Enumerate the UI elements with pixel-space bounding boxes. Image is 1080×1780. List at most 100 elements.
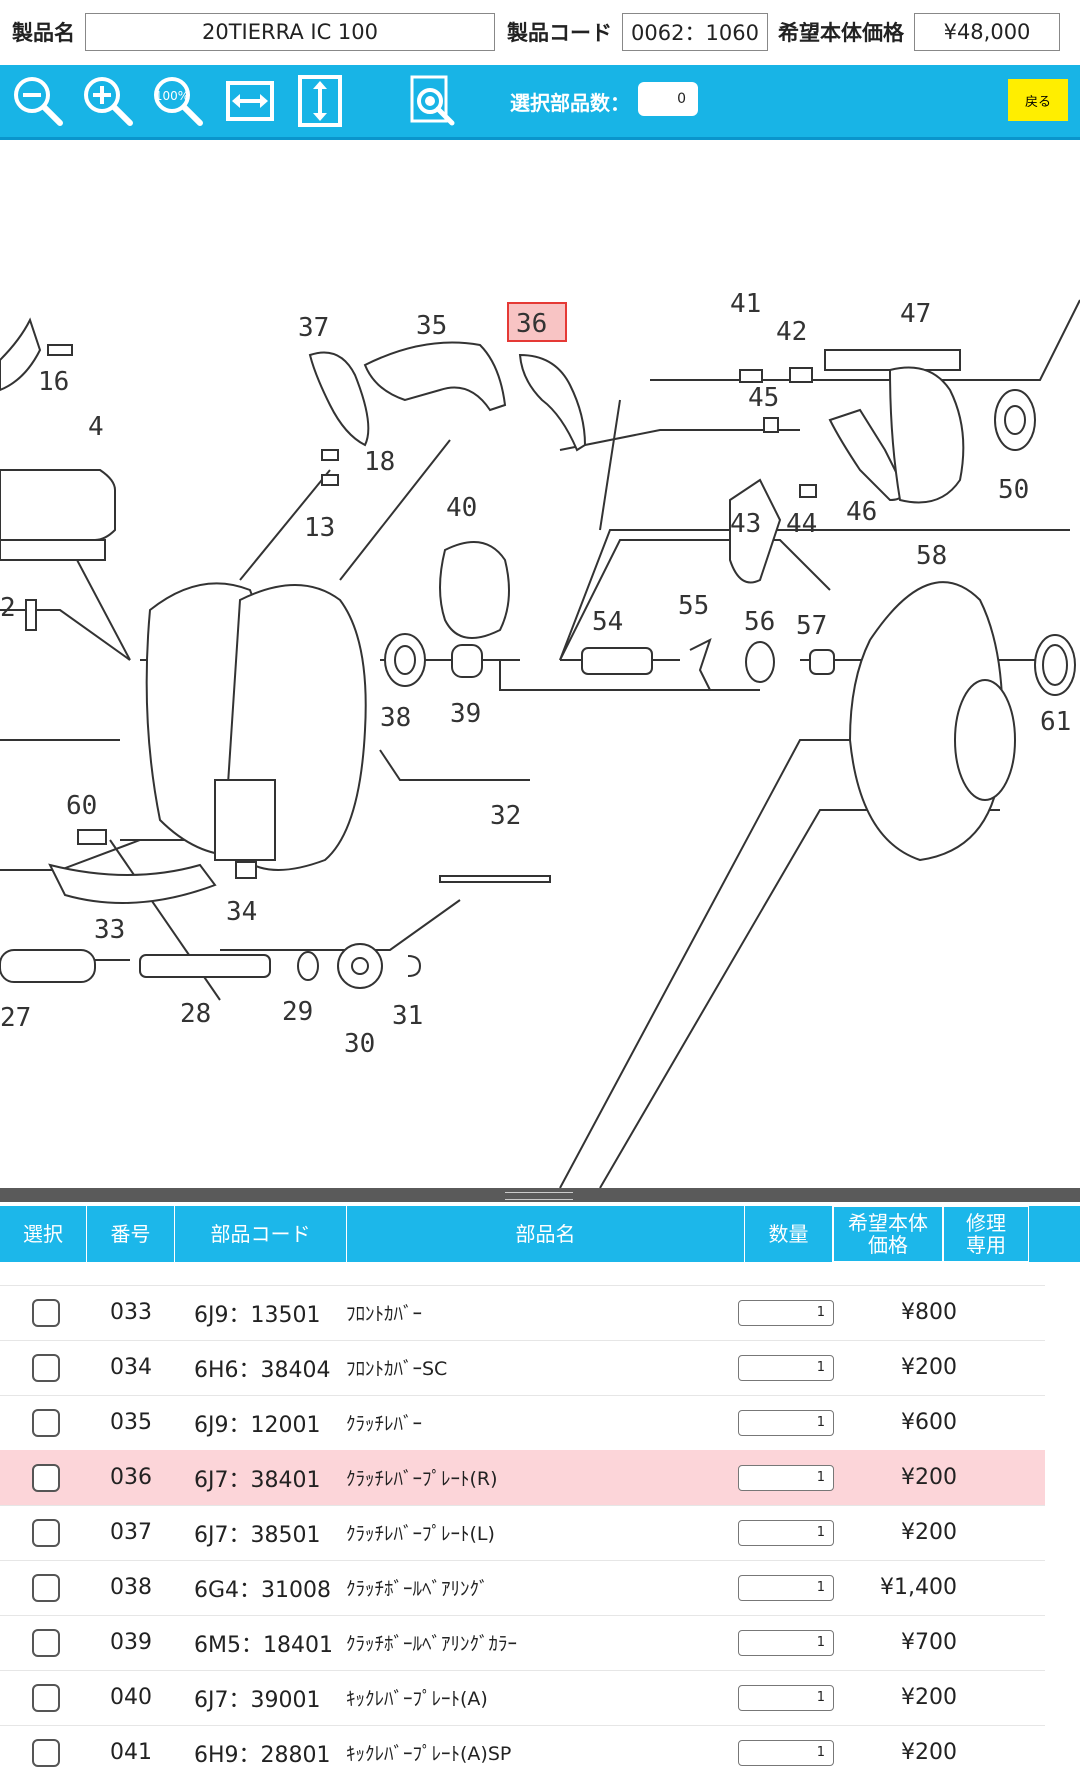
svg-text:18: 18 <box>364 447 395 477</box>
row-checkbox[interactable] <box>32 1298 60 1327</box>
col-qty: 数量 <box>745 1206 833 1262</box>
svg-text:45: 45 <box>748 383 779 413</box>
part-number: 035 <box>110 1410 152 1435</box>
col-select: 選択 <box>0 1206 87 1262</box>
row-checkbox[interactable] <box>32 1628 60 1657</box>
quantity-input[interactable]: 1 <box>738 1299 834 1326</box>
svg-text:33: 33 <box>94 915 125 945</box>
quantity-input[interactable]: 1 <box>738 1464 834 1491</box>
svg-text:41: 41 <box>730 289 761 319</box>
svg-text:31: 31 <box>392 1001 423 1031</box>
fit-width-icon[interactable] <box>222 73 278 129</box>
quantity-input[interactable]: 1 <box>738 1409 834 1436</box>
svg-text:50: 50 <box>998 475 1029 505</box>
quantity-input[interactable]: 1 <box>738 1739 834 1766</box>
part-price: ¥200 <box>901 1740 957 1765</box>
col-number: 番号 <box>87 1206 175 1262</box>
part-price: ¥200 <box>901 1520 957 1545</box>
splitter-grip[interactable] <box>505 1192 573 1200</box>
part-name: ﾌﾛﾝﾄｶﾊﾞｰSC <box>346 1358 448 1380</box>
svg-text:57: 57 <box>796 611 827 641</box>
row-checkbox[interactable] <box>32 1683 60 1712</box>
row-checkbox[interactable] <box>32 1463 60 1492</box>
part-code: 6H6：38404 <box>194 1357 331 1383</box>
product-code-label: 製品コード <box>507 21 612 45</box>
svg-text:34: 34 <box>226 897 257 927</box>
svg-text:58: 58 <box>916 541 947 571</box>
svg-text:46: 46 <box>846 497 877 527</box>
diagram-toolbar: 100% 選択部品数： 0 戻る <box>0 65 1080 140</box>
pane-splitter[interactable] <box>0 1188 1080 1202</box>
svg-text:54: 54 <box>592 607 623 637</box>
price-label: 希望本体価格 <box>778 21 904 45</box>
price-value: ¥48,000 <box>914 13 1060 51</box>
svg-text:42: 42 <box>776 317 807 347</box>
svg-text:100%: 100% <box>155 89 189 103</box>
exploded-parts-diagram[interactable]: 16 4 37 35 36 41 42 47 45 18 40 13 43 44… <box>0 140 1080 1188</box>
row-checkbox[interactable] <box>32 1353 60 1382</box>
selected-count-field: 0 <box>638 82 698 116</box>
row-checkbox[interactable] <box>32 1738 60 1767</box>
svg-text:55: 55 <box>678 591 709 621</box>
part-price: ¥200 <box>901 1465 957 1490</box>
part-number: 040 <box>110 1685 152 1710</box>
quantity-input[interactable]: 1 <box>738 1574 834 1601</box>
quantity-input[interactable]: 1 <box>738 1684 834 1711</box>
quantity-input[interactable]: 1 <box>738 1629 834 1656</box>
product-name-value: 20TIERRA IC 100 <box>85 13 495 51</box>
svg-text:35: 35 <box>416 311 447 341</box>
product-code-value: 0062：1060 <box>622 13 768 51</box>
part-code: 6M5：18401 <box>194 1632 333 1658</box>
diagram-canvas[interactable]: 16 4 37 35 36 41 42 47 45 18 40 13 43 44… <box>0 140 1080 1188</box>
col-price: 希望本体価格 <box>833 1206 943 1262</box>
selected-count-label: 選択部品数： <box>510 91 630 115</box>
quantity-input[interactable]: 1 <box>738 1354 834 1381</box>
part-number: 037 <box>110 1520 152 1545</box>
fit-height-icon[interactable] <box>292 73 348 129</box>
svg-text:38: 38 <box>380 703 411 733</box>
part-code: 6H9：28801 <box>194 1742 331 1768</box>
search-part-icon[interactable] <box>404 73 460 129</box>
part-code: 6J7：38401 <box>194 1467 321 1493</box>
row-checkbox[interactable] <box>32 1408 60 1437</box>
part-name: ﾌﾛﾝﾄｶﾊﾞｰ <box>346 1303 423 1325</box>
zoom-100-icon[interactable]: 100% <box>150 73 206 129</box>
part-number: 039 <box>110 1630 152 1655</box>
row-checkbox[interactable] <box>32 1518 60 1547</box>
part-code: 6J9：13501 <box>194 1302 321 1328</box>
part-code: 6J9：12001 <box>194 1412 321 1438</box>
svg-text:43: 43 <box>730 509 761 539</box>
part-name: ｷｯｸﾚﾊﾞｰﾌﾟﾚｰﾄ(A)SP <box>346 1743 512 1765</box>
table-row-partial <box>0 1262 1045 1286</box>
quantity-input[interactable]: 1 <box>738 1519 834 1546</box>
svg-text:56: 56 <box>744 607 775 637</box>
back-button[interactable]: 戻る <box>1008 79 1068 121</box>
svg-text:28: 28 <box>180 999 211 1029</box>
svg-text:2: 2 <box>0 593 16 623</box>
svg-text:30: 30 <box>344 1029 375 1059</box>
zoom-out-icon[interactable] <box>10 73 66 129</box>
svg-text:37: 37 <box>298 313 329 343</box>
svg-text:40: 40 <box>446 493 477 523</box>
row-checkbox[interactable] <box>32 1573 60 1602</box>
part-name: ｸﾗｯﾁﾎﾞｰﾙﾍﾞｱﾘﾝｸﾞｶﾗｰ <box>346 1633 518 1655</box>
col-repair: 修理専用 <box>943 1206 1029 1262</box>
svg-text:13: 13 <box>304 513 335 543</box>
part-code: 6J7：39001 <box>194 1687 321 1713</box>
svg-text:27: 27 <box>0 1003 31 1033</box>
zoom-in-icon[interactable] <box>80 73 136 129</box>
part-code: 6G4：31008 <box>194 1577 332 1603</box>
part-name: ｷｯｸﾚﾊﾞｰﾌﾟﾚｰﾄ(A) <box>346 1688 488 1710</box>
svg-text:44: 44 <box>786 509 817 539</box>
part-name: ｸﾗｯﾁﾚﾊﾞｰ <box>346 1413 423 1435</box>
